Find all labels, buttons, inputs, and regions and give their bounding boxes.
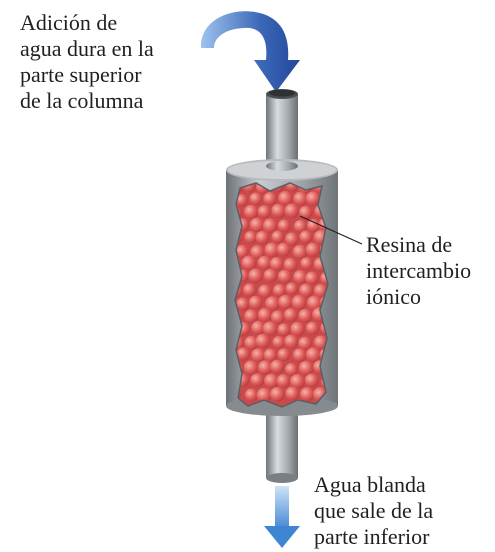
resin-bead bbox=[284, 203, 300, 219]
resin-bead bbox=[256, 387, 272, 403]
resin-bead bbox=[305, 191, 321, 206]
resin-bead bbox=[283, 308, 298, 322]
resin-bead bbox=[293, 270, 308, 285]
resin-bed bbox=[234, 182, 329, 408]
resin-bead bbox=[243, 283, 257, 297]
resin-bead bbox=[270, 386, 285, 402]
resin-bead bbox=[271, 230, 285, 244]
inflow-label: Adición de agua dura en la parte superio… bbox=[20, 10, 154, 113]
resin-bead bbox=[298, 360, 314, 376]
resin-bead bbox=[263, 268, 278, 283]
resin-bead bbox=[271, 310, 285, 325]
resin-bead bbox=[264, 242, 280, 258]
resin-bead bbox=[263, 348, 278, 363]
resin-bead bbox=[306, 295, 322, 311]
resin-bead bbox=[299, 205, 313, 220]
resin-bead bbox=[277, 348, 291, 362]
resin-bead bbox=[235, 194, 248, 207]
resin-bead bbox=[290, 321, 305, 337]
resin-bead bbox=[244, 309, 259, 324]
resin-bead bbox=[291, 294, 307, 310]
resin-bead bbox=[290, 374, 305, 389]
resin-bead bbox=[298, 336, 312, 351]
resin-bead bbox=[248, 295, 263, 310]
resin-bead bbox=[244, 388, 259, 402]
inflow-arrow-icon bbox=[200, 11, 300, 92]
resin-bead bbox=[299, 230, 313, 244]
resin-bead bbox=[258, 360, 273, 375]
resin-bead bbox=[300, 387, 315, 402]
resin-bead bbox=[257, 255, 272, 270]
resin-bead bbox=[258, 284, 272, 299]
resin-leader-line bbox=[299, 215, 363, 245]
resin-bead bbox=[250, 373, 264, 387]
resin-bead bbox=[244, 335, 259, 350]
resin-bead bbox=[276, 374, 291, 388]
resin-bead bbox=[285, 232, 299, 246]
resin-bead bbox=[277, 323, 291, 337]
resin-bead bbox=[292, 244, 308, 260]
resin-bead bbox=[293, 191, 308, 206]
resin-bead bbox=[249, 192, 263, 206]
resin-bead bbox=[305, 242, 321, 257]
resin-bead bbox=[262, 218, 278, 233]
inlet-pipe bbox=[266, 89, 298, 166]
resin-bead bbox=[304, 373, 319, 388]
resin-bead bbox=[269, 256, 284, 271]
resin-bead bbox=[255, 230, 270, 245]
resin-bead bbox=[263, 192, 277, 206]
resin-bead bbox=[298, 308, 313, 323]
resin-bead bbox=[270, 359, 285, 374]
resin-bead bbox=[271, 203, 286, 219]
resin-bead bbox=[285, 362, 298, 376]
resin-bead bbox=[257, 307, 273, 323]
resin-bead bbox=[243, 360, 259, 376]
resin-bead bbox=[251, 348, 266, 363]
resin-bead bbox=[306, 218, 321, 233]
resin-bead bbox=[244, 230, 258, 244]
resin-bead bbox=[235, 244, 249, 259]
resin-bead bbox=[293, 219, 307, 233]
resin-bead bbox=[292, 348, 307, 362]
resin-bead bbox=[250, 244, 265, 260]
resin-bead bbox=[257, 205, 271, 219]
resin-bead bbox=[285, 282, 299, 296]
resin-bead bbox=[277, 269, 292, 284]
resin-bead bbox=[251, 320, 266, 335]
resin-bead bbox=[264, 373, 279, 389]
resin-bead bbox=[262, 321, 278, 337]
resin-bead bbox=[248, 268, 263, 284]
resin-bead bbox=[300, 257, 314, 270]
resin-bead bbox=[284, 334, 299, 349]
resin-bead bbox=[272, 336, 286, 349]
resin-bead bbox=[277, 219, 291, 233]
outflow-arrow-icon bbox=[264, 486, 300, 548]
resin-bead bbox=[278, 191, 293, 206]
resin-bead bbox=[276, 242, 291, 257]
resin-bead bbox=[305, 321, 320, 335]
resin-bead bbox=[255, 333, 271, 349]
resin-bead bbox=[278, 294, 293, 310]
resin-bead bbox=[241, 255, 257, 271]
resin-bead bbox=[236, 347, 250, 361]
resin-bead bbox=[244, 204, 259, 220]
resin-bead bbox=[273, 283, 286, 297]
resin-bead bbox=[283, 257, 298, 272]
resin-bead bbox=[305, 347, 321, 363]
resin-bead bbox=[236, 297, 250, 311]
resin-bead bbox=[265, 296, 280, 311]
resin-bead bbox=[249, 217, 265, 232]
resin-bead bbox=[299, 283, 314, 298]
resin-label: Resina de intercambio iónico bbox=[366, 232, 472, 309]
resin-bead bbox=[285, 386, 300, 401]
outflow-label: Agua blanda que sale de la parte inferio… bbox=[314, 472, 434, 549]
resin-bead bbox=[305, 271, 319, 285]
